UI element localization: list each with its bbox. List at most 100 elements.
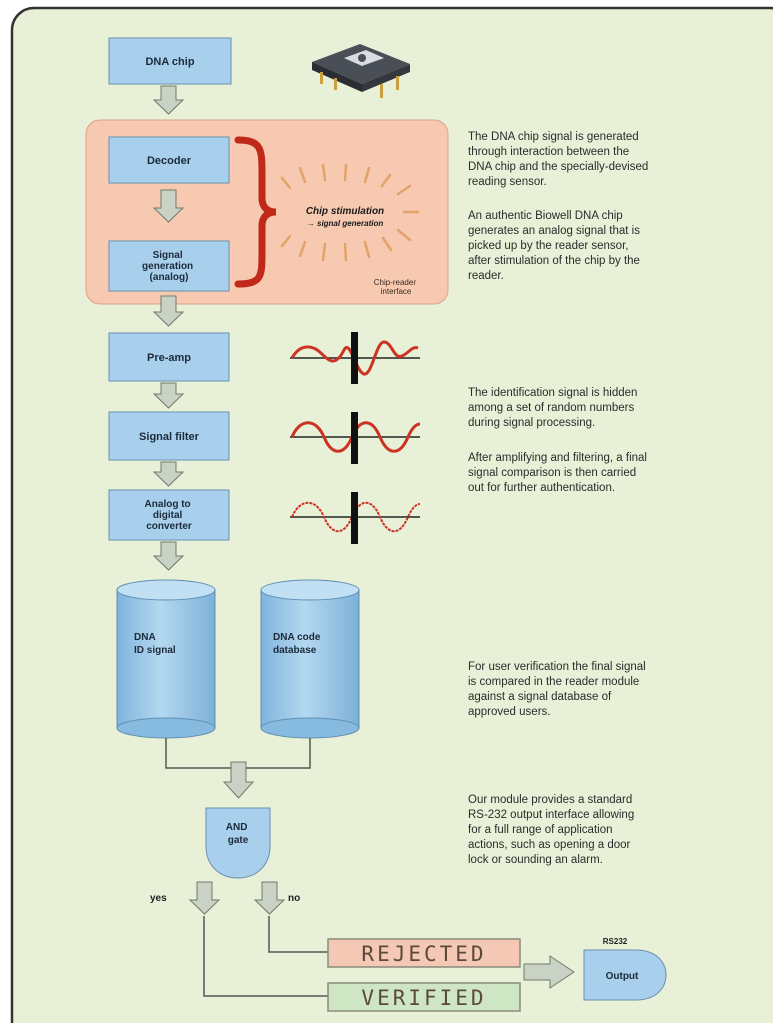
svg-text:Signal generation (ana: Signal generation (analog): [142, 250, 196, 283]
desc-p1-line2: through interaction between the: [468, 146, 629, 158]
adc-label-2: digital: [153, 510, 183, 521]
dna-code-database-cylinder: [260, 579, 360, 739]
desc-p3-line3: during signal processing.: [468, 417, 595, 429]
svg-text:DNA code database: DNA code database: [273, 632, 323, 656]
svg-text:REJECTED: REJECTED: [361, 942, 486, 966]
flow-arrow: [152, 85, 185, 115]
decoder-block: [108, 136, 230, 184]
svg-text:DNA ID signal: DNA ID signal: [134, 632, 176, 656]
desc-p1-line1: The DNA chip signal is generated: [468, 131, 639, 143]
output-block: [583, 949, 667, 1001]
svg-text:Pre-amp: Pre-amp: [147, 352, 191, 364]
desc-p4-line1: After amplifying and filtering, a final: [468, 452, 647, 464]
svg-text:For user verification the fina: For user verification the final signal i…: [468, 661, 649, 718]
desc-p6-line2: RS-232 output interface allowing: [468, 809, 634, 821]
desc-p3-line1: The identification signal is hidden: [468, 387, 637, 399]
desc-p6-line5: lock or sounding an alarm.: [468, 854, 603, 866]
svg-text:no: no: [288, 893, 300, 904]
dna-code-database-label-1: DNA code: [273, 632, 321, 643]
preamp-label: Pre-amp: [147, 352, 191, 364]
signal-generation-label-2: generation: [142, 261, 193, 272]
svg-text:An authentic Biowell DNA chip: An authentic Biowell DNA chip generates …: [468, 210, 643, 282]
svg-text:→ signal generation: → signal generation: [307, 219, 384, 228]
desc-p2-line2: generates an analog signal that is: [468, 225, 640, 237]
interface-label-2: interface: [381, 287, 412, 296]
flow-arrow: [152, 382, 185, 409]
and-gate: [205, 807, 271, 879]
signal-generation-block: [108, 240, 230, 292]
flow-arrow: [152, 541, 185, 571]
desc-p3-line2: among a set of random numbers: [468, 402, 634, 414]
svg-text:The identification signal is h: The identification signal is hidden amon…: [468, 387, 641, 429]
svg-text:RS232: RS232: [603, 937, 628, 946]
svg-text:AND gate: AND gate: [226, 822, 250, 846]
signal-generation-label-1: Signal: [153, 250, 183, 261]
svg-text:Chip-reader interface: Chip-reader interface: [374, 278, 418, 296]
desc-p2-line3: picked up by the reader sensor,: [468, 240, 628, 252]
dna-id-signal-label-2: ID signal: [134, 645, 176, 656]
desc-p4-line3: out for further authentication.: [468, 482, 615, 494]
rejected-display: [327, 938, 521, 968]
desc-p2-line1: An authentic Biowell DNA chip: [468, 210, 623, 222]
desc-p6-line4: actions, such as opening a door: [468, 839, 631, 851]
svg-text:Our module provides a standard: Our module provides a standard RS-232 ou…: [468, 794, 637, 866]
desc-p6-line1: Our module provides a standard: [468, 794, 632, 806]
signal-generation-label-3: (analog): [150, 272, 189, 283]
svg-text:Signal filter: Signal filter: [139, 431, 200, 443]
preamp-block: [108, 332, 230, 382]
verified-display: [327, 982, 521, 1012]
desc-p5-line1: For user verification the final signal: [468, 661, 646, 673]
and-gate-label-2: gate: [228, 835, 249, 846]
verified-text: VERIFIED: [361, 986, 486, 1010]
signal-generation-arrow-text: → signal generation: [307, 219, 384, 228]
flow-arrow: [222, 761, 255, 799]
desc-p4-line2: signal comparison is then carried: [468, 467, 636, 479]
no-label: no: [288, 893, 300, 904]
svg-text:Output: Output: [606, 971, 639, 982]
preamp-waveform: [290, 332, 420, 384]
desc-p5-line4: approved users.: [468, 706, 550, 718]
svg-text:Chip stimulation: Chip stimulation: [306, 206, 384, 217]
dna-code-database-label-2: database: [273, 645, 317, 656]
svg-text:Decoder: Decoder: [147, 155, 192, 167]
signal-filter-block: [108, 411, 230, 461]
flow-arrow: [523, 955, 575, 989]
and-gate-label-1: AND: [226, 822, 248, 833]
filter-waveform: [290, 412, 421, 464]
svg-text:DNA chip: DNA chip: [145, 56, 194, 68]
stimulation-rays: [280, 163, 420, 262]
curly-brace: [234, 136, 277, 288]
desc-p6-line3: for a full range of application: [468, 824, 612, 836]
chip-stimulation-text: Chip stimulation: [306, 206, 384, 217]
desc-p5-line3: against a signal database of: [468, 691, 612, 703]
desc-p2-line4: after stimulation of the chip by the: [468, 255, 640, 267]
rejected-text: REJECTED: [361, 942, 486, 966]
flow-arrow: [152, 461, 185, 487]
adc-block: [108, 489, 230, 541]
adc-label-3: converter: [146, 521, 192, 532]
adc-waveform: [290, 492, 421, 544]
dna-chip-label: DNA chip: [145, 56, 194, 68]
svg-text:After amplifying and filtering: After amplifying and filtering, a final …: [468, 452, 650, 494]
dna-chip-picture: [312, 44, 410, 98]
desc-p1-line4: reading sensor.: [468, 176, 547, 188]
signal-filter-label: Signal filter: [139, 431, 200, 443]
flow-arrow: [253, 881, 286, 915]
svg-text:The DNA chip signal is generat: The DNA chip signal is generated through…: [468, 131, 651, 188]
svg-text:Analog to digital conv: Analog to digital converter: [145, 499, 194, 532]
rs232-label: RS232: [603, 937, 628, 946]
adc-label-1: Analog to: [145, 499, 191, 510]
flow-arrow: [152, 295, 185, 327]
flow-arrow: [152, 189, 185, 223]
desc-p2-line5: reader.: [468, 270, 504, 282]
flow-arrows: [152, 85, 575, 989]
dna-id-signal-cylinder: [116, 579, 216, 739]
dna-id-signal-label-1: DNA: [134, 632, 155, 643]
dna-chip-block: [108, 37, 232, 85]
interface-label-1: Chip-reader: [374, 278, 417, 287]
svg-text:VERIFIED: VERIFIED: [361, 986, 486, 1010]
flow-arrow: [188, 881, 221, 915]
no-branch-line: [268, 916, 328, 953]
desc-p1-line3: DNA chip and the specially-devised: [468, 161, 648, 173]
